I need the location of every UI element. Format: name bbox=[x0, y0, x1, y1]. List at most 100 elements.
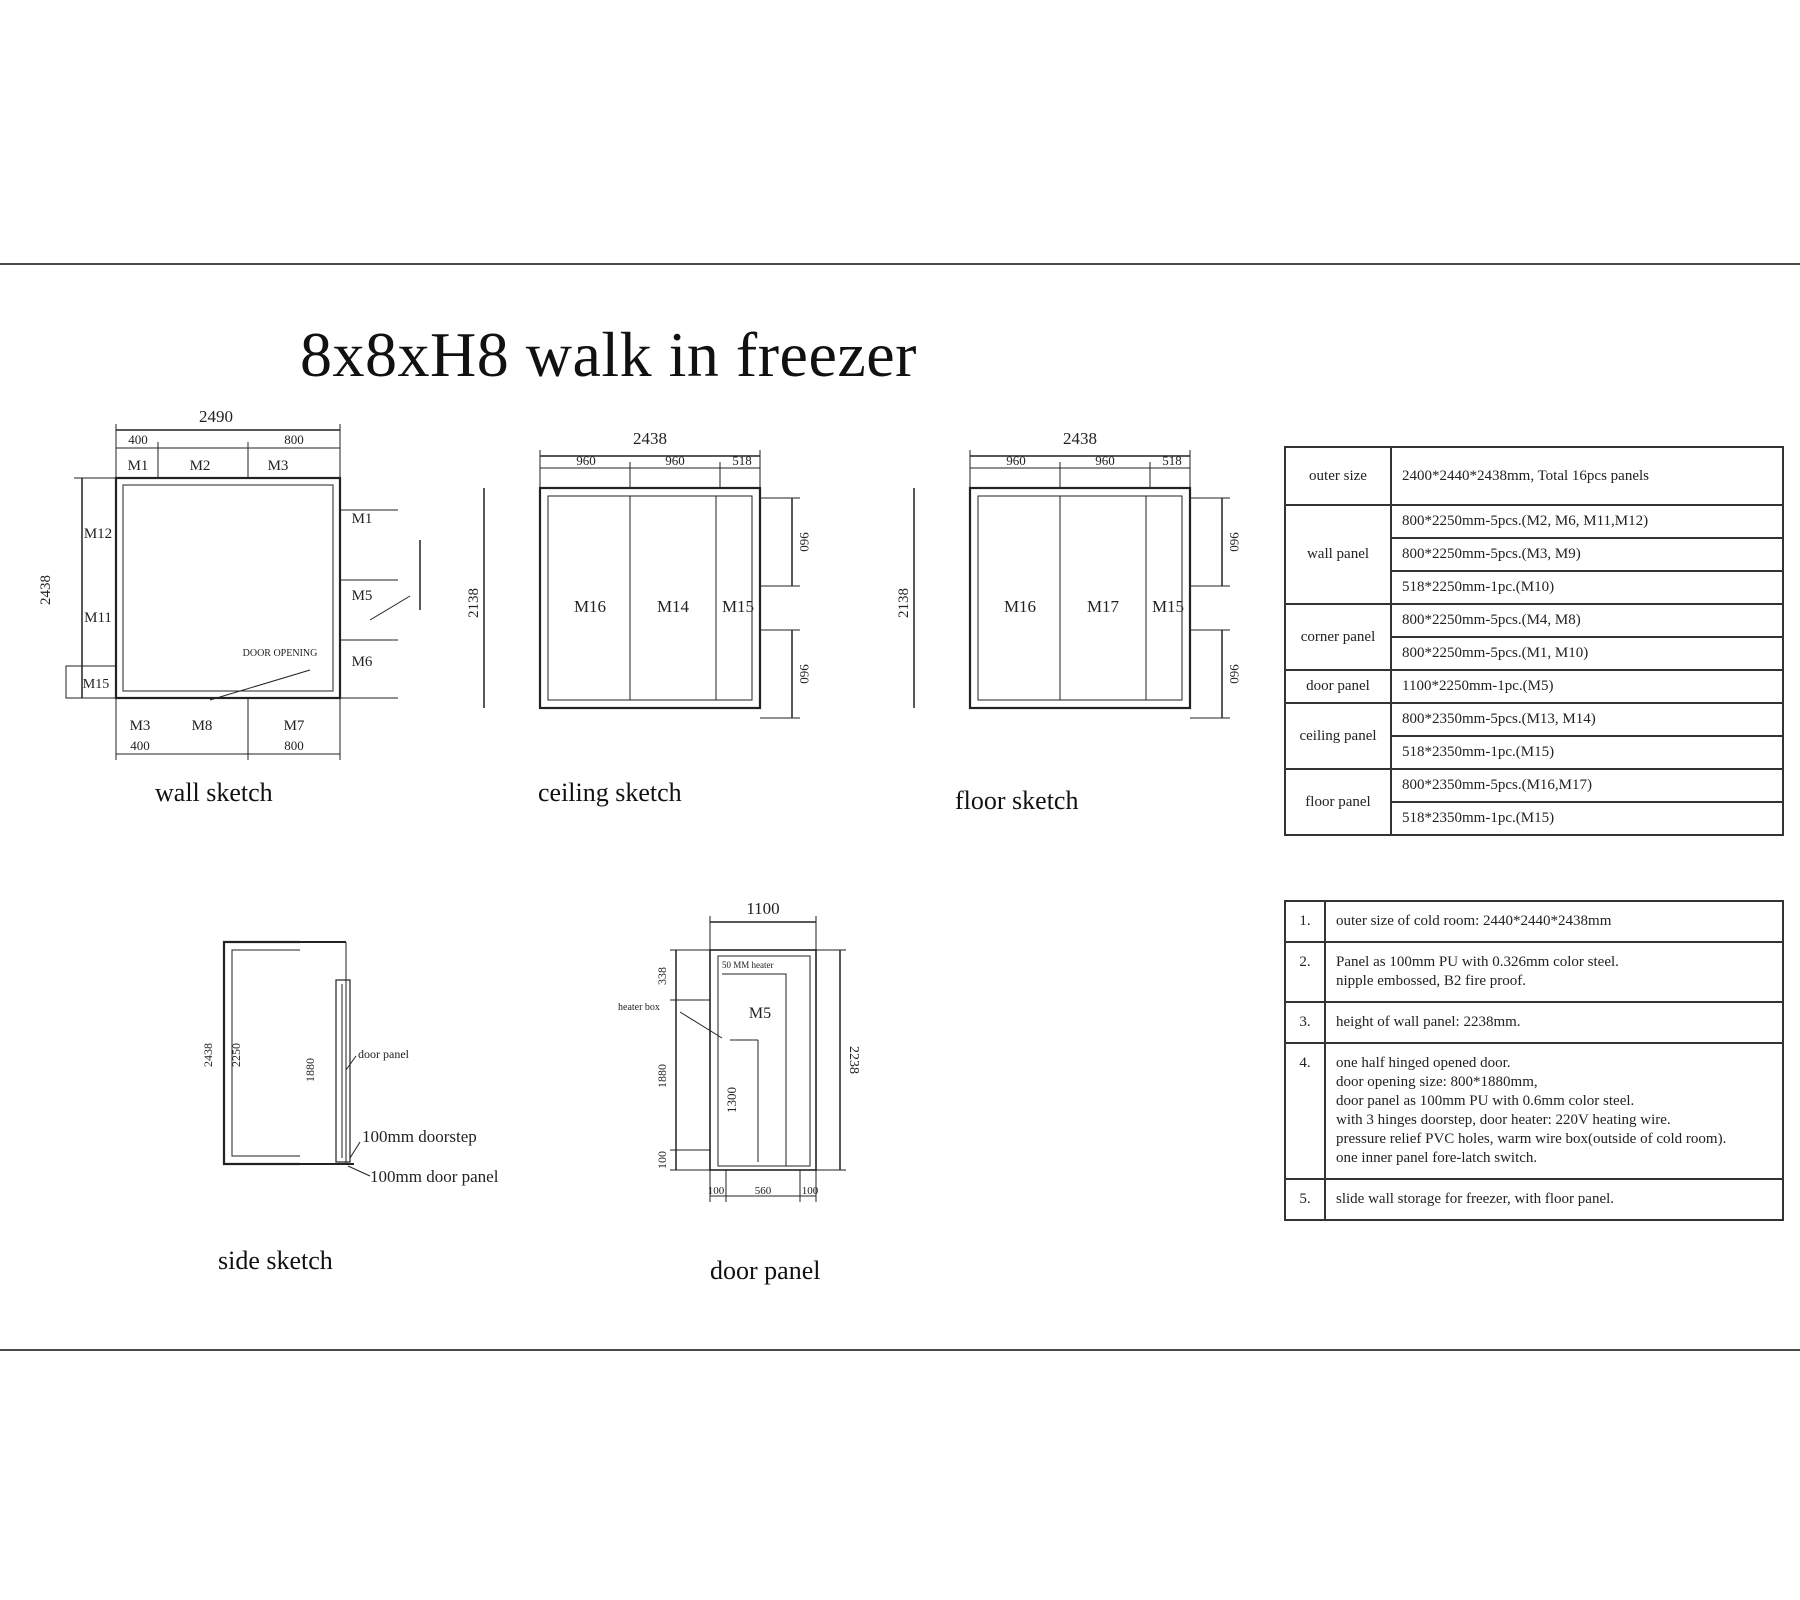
ceiling-panel-3: M15 bbox=[722, 597, 754, 616]
spec-item: 800*2250mm-5pcs.(M2, M6, M11,M12) bbox=[1390, 504, 1784, 539]
spec-row-corner-panel: corner panel 800*2250mm-5pcs.(M4, M8) bbox=[1284, 603, 1784, 671]
wall-bottom-row-1: M3 bbox=[130, 718, 151, 734]
note-line: outer size of cold room: 2440*2440*2438m… bbox=[1336, 913, 1612, 929]
ceiling-side-dim: 2138 bbox=[466, 588, 482, 618]
note-number: 5. bbox=[1284, 1178, 1326, 1221]
spec-row: 800*2250mm-5pcs.(M1, M10) bbox=[1285, 636, 1784, 671]
ceiling-sketch-caption: ceiling sketch bbox=[538, 778, 682, 807]
note-line: one inner panel fore-latch switch. bbox=[1336, 1150, 1538, 1166]
floor-panel-1: M16 bbox=[1004, 597, 1036, 616]
spec-item: 518*2350mm-1pc.(M15) bbox=[1390, 801, 1784, 836]
spec-item: 800*2350mm-5pcs.(M13, M14) bbox=[1390, 702, 1784, 737]
ceiling-sketch-drawing: 2438 960 960 518 M16 M14 M15 2138 960 96… bbox=[466, 429, 812, 719]
page-title: 8x8xH8 walk in freezer bbox=[300, 319, 917, 390]
note-line: one half hinged opened door. bbox=[1336, 1055, 1511, 1071]
door-height: 2238 bbox=[846, 1046, 861, 1074]
spec-item: 800*2250mm-5pcs.(M1, M10) bbox=[1390, 636, 1784, 671]
spec-item: 800*2350mm-5pcs.(M16,M17) bbox=[1390, 768, 1784, 803]
spec-item: 2400*2440*2438mm, Total 16pcs panels bbox=[1390, 446, 1784, 506]
floor-sketch-caption: floor sketch bbox=[955, 786, 1079, 815]
wall-bottom-row-2: M8 bbox=[192, 718, 213, 734]
note-line: door opening size: 800*1880mm, bbox=[1336, 1074, 1538, 1090]
spec-row-door-panel: door panel 1100*2250mm-1pc.(M5) bbox=[1284, 669, 1784, 704]
wall-left-col-1: M12 bbox=[84, 526, 112, 542]
side-height-1: 2438 bbox=[201, 1043, 215, 1067]
note-line: height of wall panel: 2238mm. bbox=[1336, 1014, 1521, 1030]
door-panel-id: M5 bbox=[749, 1005, 771, 1022]
panel-spec-table: outer size 2400*2440*2438mm, Total 16pcs… bbox=[1284, 446, 1784, 836]
note-row: 5. slide wall storage for freezer, with … bbox=[1284, 1178, 1784, 1221]
wall-bottom-right-dim: 800 bbox=[284, 738, 304, 753]
floor-side-dim: 2138 bbox=[896, 588, 912, 618]
wall-top-left-dim: 400 bbox=[128, 432, 148, 447]
wall-top-right-dim: 800 bbox=[284, 432, 304, 447]
note-text: slide wall storage for freezer, with flo… bbox=[1324, 1178, 1784, 1221]
note-text: height of wall panel: 2238mm. bbox=[1324, 1001, 1784, 1044]
side-sketch-drawing: 2438 2250 1880 door panel 100mm doorstep… bbox=[201, 940, 499, 1186]
door-bottom-dim-3: 100 bbox=[802, 1185, 819, 1197]
spec-item: 800*2250mm-5pcs.(M4, M8) bbox=[1390, 603, 1784, 638]
ceiling-dim-1: 960 bbox=[576, 453, 596, 468]
spec-item: 518*2250mm-1pc.(M10) bbox=[1390, 570, 1784, 605]
spec-row-outer-size: outer size 2400*2440*2438mm, Total 16pcs… bbox=[1284, 446, 1784, 506]
wall-left-col-2: M11 bbox=[84, 610, 112, 626]
note-number: 4. bbox=[1284, 1042, 1326, 1180]
note-line: with 3 hinges doorstep, door heater: 220… bbox=[1336, 1112, 1671, 1128]
top-rule bbox=[0, 263, 1800, 265]
spec-category: ceiling panel bbox=[1284, 702, 1392, 770]
note-row: 4. one half hinged opened door. door ope… bbox=[1284, 1042, 1784, 1180]
wall-left-col-3: M15 bbox=[83, 677, 109, 692]
wall-right-col-1: M1 bbox=[352, 511, 373, 527]
door-left-dim-1: 338 bbox=[655, 967, 669, 985]
note-row: 1. outer size of cold room: 2440*2440*24… bbox=[1284, 900, 1784, 943]
door-bottom-dim-1: 100 bbox=[708, 1185, 725, 1197]
side-sketch-caption: side sketch bbox=[218, 1246, 333, 1275]
note-number: 1. bbox=[1284, 900, 1326, 943]
note-line: door panel as 100mm PU with 0.6mm color … bbox=[1336, 1093, 1635, 1109]
note-number: 3. bbox=[1284, 1001, 1326, 1044]
note-row: 2. Panel as 100mm PU with 0.326mm color … bbox=[1284, 941, 1784, 1003]
spec-row: 518*2250mm-1pc.(M10) bbox=[1285, 570, 1784, 605]
ceiling-dim-2: 960 bbox=[665, 453, 685, 468]
note-text: Panel as 100mm PU with 0.326mm color ste… bbox=[1324, 941, 1784, 1003]
wall-top-row-1: M1 bbox=[128, 458, 149, 474]
wall-bottom-row-3: M7 bbox=[284, 718, 305, 734]
notes-table: 1. outer size of cold room: 2440*2440*24… bbox=[1284, 900, 1784, 1221]
wall-right-col-3: M6 bbox=[352, 654, 373, 670]
spec-row-wall-panel: wall panel 800*2250mm-5pcs.(M2, M6, M11,… bbox=[1284, 504, 1784, 605]
spec-item: 1100*2250mm-1pc.(M5) bbox=[1390, 669, 1784, 704]
note-line: nipple embossed, B2 fire proof. bbox=[1336, 973, 1526, 989]
note-line: Panel as 100mm PU with 0.326mm color ste… bbox=[1336, 954, 1619, 970]
wall-door-note: DOOR OPENING bbox=[243, 648, 318, 659]
side-label-door: door panel bbox=[358, 1047, 410, 1061]
note-text: one half hinged opened door. door openin… bbox=[1324, 1042, 1784, 1180]
door-left-dim-3: 100 bbox=[655, 1151, 669, 1169]
spec-row: 518*2350mm-1pc.(M15) bbox=[1285, 801, 1784, 836]
note-row: 3. height of wall panel: 2238mm. bbox=[1284, 1001, 1784, 1044]
spec-row: 800*2250mm-5pcs.(M3, M9) bbox=[1285, 537, 1784, 572]
door-left-dim-2: 1880 bbox=[655, 1064, 669, 1088]
side-height-3: 1880 bbox=[303, 1058, 317, 1082]
floor-sketch-drawing: 2438 960 960 518 M16 M17 M15 2138 960 96… bbox=[896, 429, 1242, 719]
wall-top-overall: 2490 bbox=[199, 407, 233, 426]
spec-row-ceiling-panel: ceiling panel 800*2350mm-5pcs.(M13, M14) bbox=[1284, 702, 1784, 770]
ceiling-right-dim-2: 960 bbox=[797, 664, 812, 684]
ceiling-overall: 2438 bbox=[633, 429, 667, 448]
ceiling-right-dim-1: 960 bbox=[797, 532, 812, 552]
side-label-panel: 100mm door panel bbox=[370, 1167, 499, 1186]
bottom-rule bbox=[0, 1349, 1800, 1351]
ceiling-panel-1: M16 bbox=[574, 597, 606, 616]
floor-panel-2: M17 bbox=[1087, 597, 1120, 616]
floor-dim-1: 960 bbox=[1006, 453, 1026, 468]
door-bottom-dim-2: 560 bbox=[755, 1185, 772, 1197]
wall-bottom-left-dim: 400 bbox=[130, 738, 150, 753]
note-text: outer size of cold room: 2440*2440*2438m… bbox=[1324, 900, 1784, 943]
spec-category: floor panel bbox=[1284, 768, 1392, 836]
spec-row: 518*2350mm-1pc.(M15) bbox=[1285, 735, 1784, 770]
spec-row-floor-panel: floor panel 800*2350mm-5pcs.(M16,M17) bbox=[1284, 768, 1784, 836]
spec-category: wall panel bbox=[1284, 504, 1392, 605]
side-height-2: 2250 bbox=[229, 1043, 243, 1067]
ceiling-dim-3: 518 bbox=[732, 453, 752, 468]
floor-panel-3: M15 bbox=[1152, 597, 1184, 616]
door-panel-caption: door panel bbox=[710, 1256, 821, 1285]
